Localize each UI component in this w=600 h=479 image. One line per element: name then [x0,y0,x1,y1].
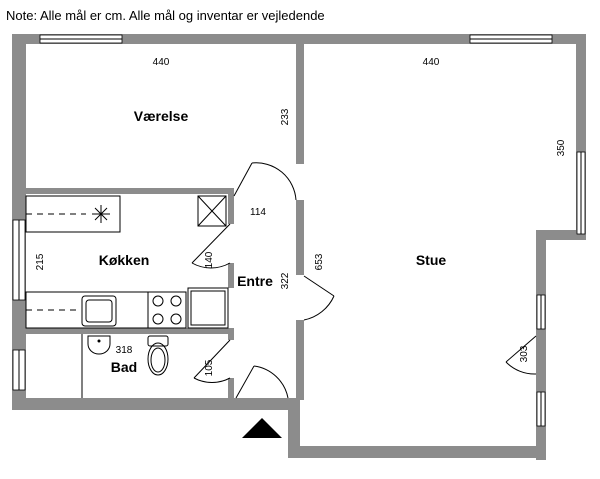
room-label-kokken: Køkken [99,252,150,268]
windows [12,34,586,427]
door-vaerelse [233,162,297,201]
dim-entre-114: 114 [250,207,266,218]
window-stue-lower2 [536,391,546,427]
door-bad [193,339,231,384]
dim-bad-318: 318 [116,345,133,356]
dim-entre-322: 322 [280,272,291,289]
kitchen-fixtures [25,195,229,329]
door-stue [303,275,335,321]
dim-entre-140: 140 [204,251,215,268]
room-label-stue: Stue [416,252,447,268]
kitchen-sink-icon [81,295,117,327]
entrance-arrow-icon [242,418,282,438]
dim-stue-653: 653 [314,253,325,270]
door-stue-window [505,335,537,375]
window-stue-lower1 [536,294,546,330]
bathroom-fixtures [81,334,169,398]
interior-walls [26,44,304,400]
room-label-vaerelse: Værelse [134,108,189,124]
room-label-entre: Entre [237,273,273,289]
dim-stue-depth: 350 [556,139,567,156]
dim-stue-width: 440 [423,57,440,68]
toilet-icon [147,335,169,376]
window-bad [12,349,26,391]
room-label-bad: Bad [111,359,137,375]
window-vaerelse [39,34,123,44]
stove-icon [147,291,187,329]
door-kokken [191,223,231,269]
fridge-icon [187,287,229,329]
dim-bad-105: 105 [204,359,215,376]
doors [191,162,537,399]
window-kokken [12,219,26,301]
dim-vaerelse-depth: 233 [280,108,291,125]
washbasin-icon [87,335,111,355]
dim-kokken-depth: 215 [35,253,46,270]
dim-stue-303: 303 [519,345,530,362]
lamp-icon [92,205,110,223]
window-stue-top [469,34,553,44]
dim-vaerelse-width: 440 [153,57,170,68]
door-entrance [235,365,289,399]
plan-note: Note: Alle mål er cm. Alle mål og invent… [6,8,325,23]
window-stue-right [576,151,586,235]
